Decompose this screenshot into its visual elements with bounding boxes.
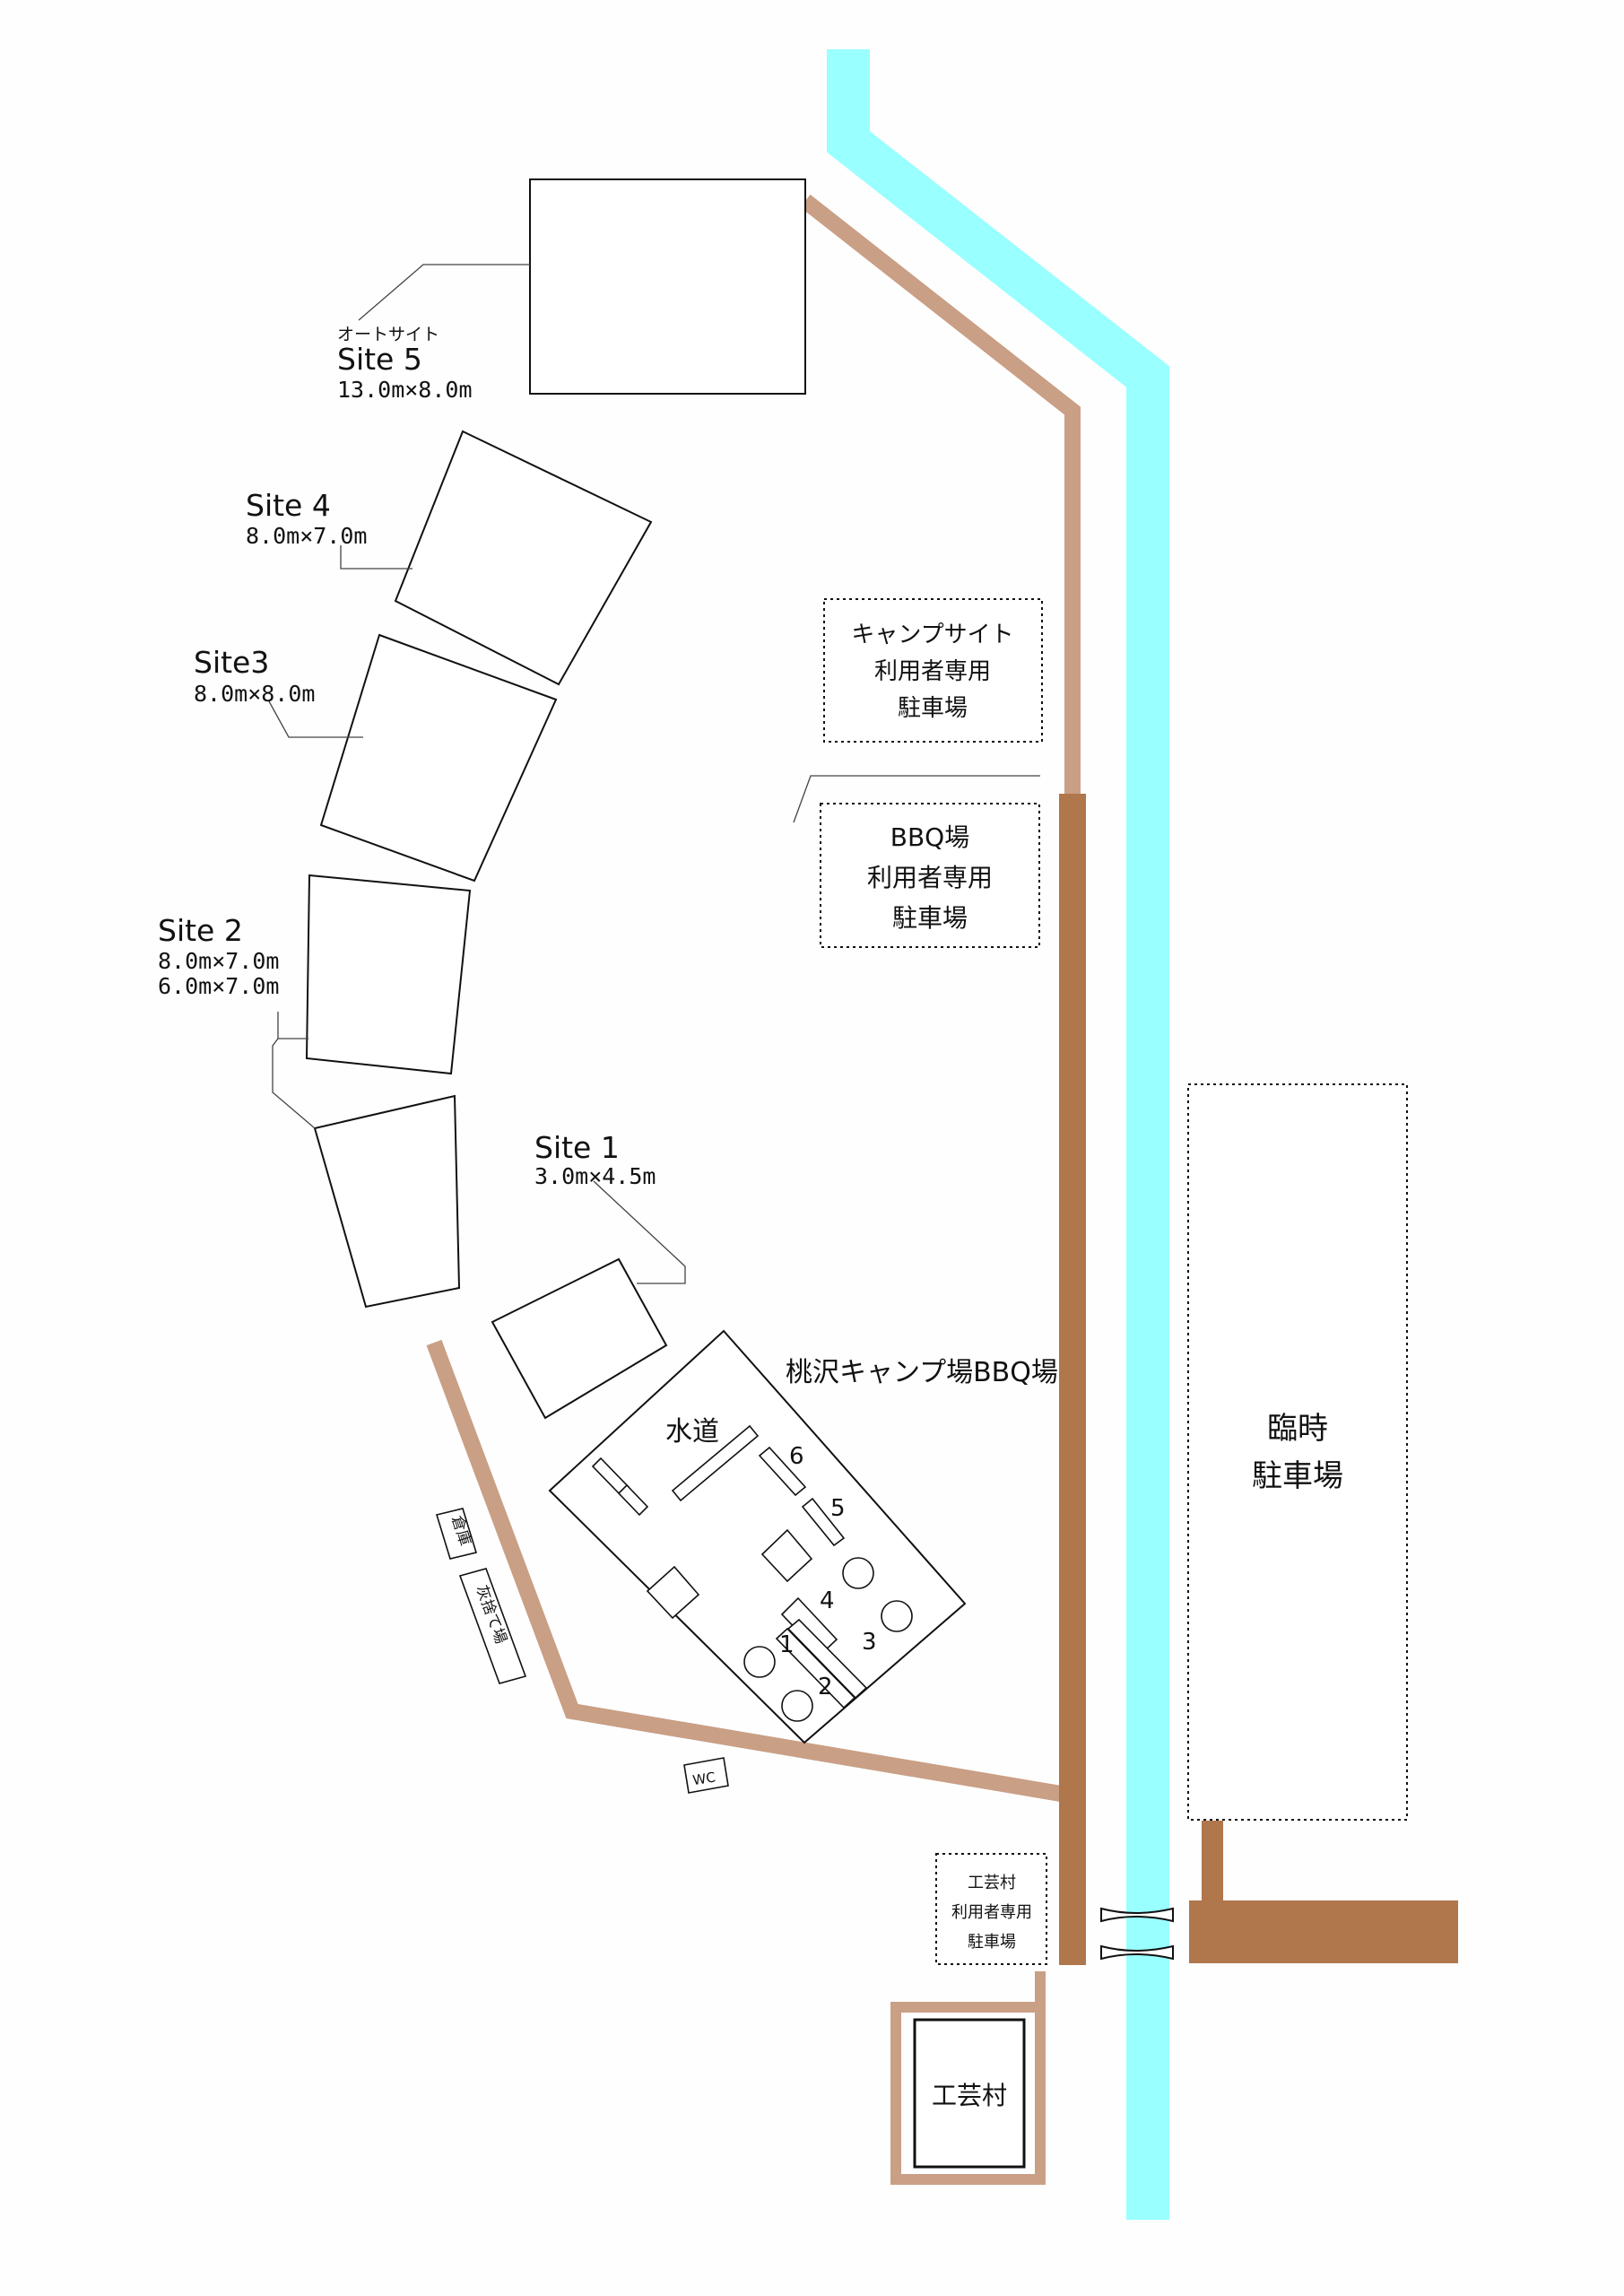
site-5-category: オートサイト xyxy=(337,325,439,344)
temporary-parking-line2: 駐車場 xyxy=(1252,1458,1343,1494)
site-3-name: Site3 xyxy=(194,645,269,680)
grill-4c xyxy=(786,1618,868,1700)
bbq-area[interactable]: 桃沢キャンプ場BBQ場 水道 6 5 4 3 1 2 xyxy=(548,1329,1058,1744)
path-bbq-loop xyxy=(426,1339,1063,1802)
craft-parking-line1: 工芸村 xyxy=(968,1874,1016,1892)
storage[interactable]: 倉庫 xyxy=(435,1508,478,1560)
path-to-craft-village xyxy=(890,1971,1046,2185)
road-to-temporary-parking xyxy=(1202,1821,1223,1903)
bbq-number-4: 4 xyxy=(820,1587,835,1614)
small-trough-b xyxy=(617,1483,649,1517)
site-5-size: 13.0m×8.0m xyxy=(337,377,473,403)
grill-5 xyxy=(801,1497,846,1547)
bbq-number-2: 2 xyxy=(818,1674,833,1700)
site-3-size: 8.0m×8.0m xyxy=(194,681,315,707)
site-1-size: 3.0m×4.5m xyxy=(534,1163,656,1189)
toilet[interactable]: WC xyxy=(683,1757,729,1794)
bbq-number-1: 1 xyxy=(779,1631,795,1658)
site-4[interactable]: Site 4 8.0m×7.0m xyxy=(246,430,653,686)
grill-6 xyxy=(758,1446,807,1497)
bbq-parking-line2: 利用者専用 xyxy=(867,863,993,892)
round-stove-1 xyxy=(743,1646,776,1678)
site-2-size-b: 6.0m×7.0m xyxy=(158,973,279,999)
craft-parking-line2: 利用者専用 xyxy=(951,1903,1032,1922)
site-2-size-a: 8.0m×7.0m xyxy=(158,948,279,974)
ash-disposal[interactable]: 灰捨て場 xyxy=(458,1568,527,1684)
bbq-parking[interactable]: BBQ場 利用者専用 駐車場 xyxy=(820,803,1040,948)
round-stove-3 xyxy=(881,1600,913,1632)
site-5[interactable]: オートサイト Site 5 13.0m×8.0m xyxy=(337,178,806,403)
temporary-parking[interactable]: 臨時 駐車場 xyxy=(1187,1083,1408,1821)
east-road xyxy=(1189,1900,1458,1963)
bbq-parking-line3: 駐車場 xyxy=(892,903,968,933)
main-road xyxy=(1059,794,1086,1965)
campsite-parking-line2: 利用者専用 xyxy=(874,658,991,685)
path-site5-to-main-road xyxy=(800,194,1081,796)
bbq-number-3: 3 xyxy=(862,1629,877,1656)
temporary-parking-line1: 臨時 xyxy=(1267,1411,1328,1447)
water-trough xyxy=(671,1424,760,1502)
round-stove-4 xyxy=(842,1557,874,1589)
craft-parking[interactable]: 工芸村 利用者専用 駐車場 xyxy=(935,1853,1047,1965)
site-4-name: Site 4 xyxy=(246,488,331,523)
campsite-parking-line3: 駐車場 xyxy=(898,695,968,722)
bbq-parking-line1: BBQ場 xyxy=(890,822,969,852)
bbq-area-title: 桃沢キャンプ場BBQ場 xyxy=(786,1357,1058,1388)
craft-parking-line3: 駐車場 xyxy=(968,1933,1016,1952)
craft-village-label: 工芸村 xyxy=(932,2081,1007,2110)
river xyxy=(827,49,1169,2220)
table-right xyxy=(760,1528,813,1583)
bbq-number-5: 5 xyxy=(830,1495,846,1522)
toilet-label: WC xyxy=(691,1769,716,1788)
site-3[interactable]: Site3 8.0m×8.0m xyxy=(194,633,558,883)
parking-divider-line xyxy=(793,775,1040,823)
site-1-name: Site 1 xyxy=(534,1130,620,1165)
bridge xyxy=(1100,1907,1174,1961)
campsite-parking-line1: キャンプサイト xyxy=(851,622,1013,648)
water-label: 水道 xyxy=(665,1416,719,1448)
craft-village[interactable]: 工芸村 xyxy=(913,2018,1026,2169)
site-4-size: 8.0m×7.0m xyxy=(246,523,367,549)
site-5-name: Site 5 xyxy=(337,342,422,377)
site-2[interactable]: Site 2 8.0m×7.0m 6.0m×7.0m xyxy=(158,874,472,1309)
site-2-name: Site 2 xyxy=(158,913,243,948)
site-1[interactable]: Site 1 3.0m×4.5m xyxy=(491,1130,686,1420)
round-stove-2 xyxy=(781,1690,813,1722)
table-left xyxy=(646,1565,700,1620)
campsite-parking[interactable]: キャンプサイト 利用者専用 駐車場 xyxy=(823,598,1043,743)
bbq-number-6: 6 xyxy=(789,1443,804,1470)
